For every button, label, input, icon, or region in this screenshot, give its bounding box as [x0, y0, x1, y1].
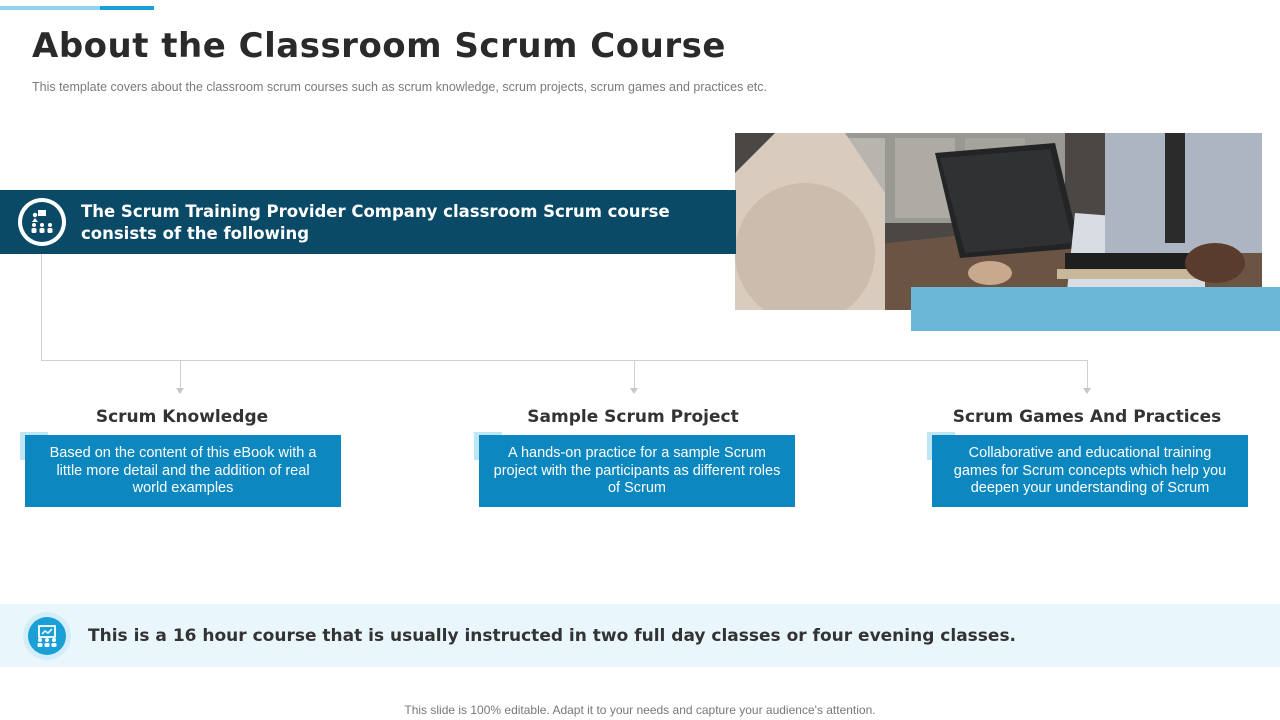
column-title-games: Scrum Games And Practices: [952, 407, 1222, 427]
training-group-icon: [31, 210, 53, 233]
footer-band: [0, 604, 1280, 667]
meeting-photo-illustration: [735, 133, 1262, 310]
presentation-class-icon: [37, 625, 57, 647]
banner-icon-circle: [18, 198, 66, 246]
meeting-photo: [735, 133, 1262, 310]
footer-icon-circle: [23, 612, 71, 660]
card-games: Collaborative and educational training g…: [932, 435, 1248, 507]
photo-accent-block: [911, 287, 1280, 331]
connector-arrow-2: [630, 360, 638, 394]
course-banner: The Scrum Training Provider Company clas…: [0, 190, 736, 254]
connector-horizontal: [41, 360, 1088, 361]
page-subtitle: This template covers about the classroom…: [32, 80, 768, 94]
connector-arrow-3: [1083, 360, 1091, 394]
top-accent-bar: [0, 6, 154, 10]
footer-note: This is a 16 hour course that is usually…: [88, 626, 1017, 646]
card-project: A hands-on practice for a sample Scrum p…: [479, 435, 795, 507]
banner-text: The Scrum Training Provider Company clas…: [81, 202, 670, 243]
slide-credit: This slide is 100% editable. Adapt it to…: [404, 703, 876, 717]
column-title-knowledge: Scrum Knowledge: [95, 407, 269, 427]
column-title-project: Sample Scrum Project: [527, 407, 739, 427]
page-title: About the Classroom Scrum Course: [32, 26, 726, 66]
connector-arrow-1: [176, 360, 184, 394]
card-knowledge: Based on the content of this eBook with …: [25, 435, 341, 507]
connector-vertical: [41, 254, 42, 360]
